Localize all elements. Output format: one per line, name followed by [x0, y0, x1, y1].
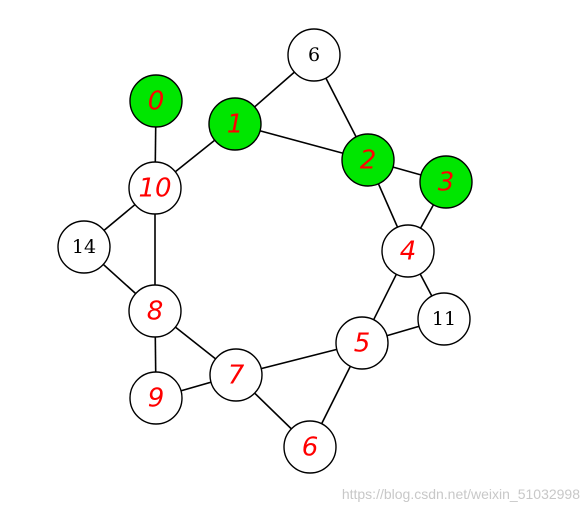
node-circle [381, 224, 435, 278]
node-circle [283, 420, 337, 474]
node-label: 2 [360, 146, 377, 176]
node-circle [341, 133, 395, 187]
node-label: 11 [432, 308, 456, 330]
graph-node-n3: 3 [419, 155, 473, 209]
node-layer: 0 1 6 2 3 10 14 4 11 8 5 7 9 6 [57, 28, 473, 474]
graph-node-n6b: 6 [283, 420, 337, 474]
graph-node-n7: 7 [209, 348, 263, 402]
node-label: 14 [72, 236, 96, 258]
graph-node-n10: 10 [128, 161, 182, 215]
node-circle [287, 28, 341, 82]
node-circle [57, 220, 111, 274]
node-label: 3 [438, 168, 455, 198]
node-label: 1 [227, 110, 244, 140]
graph-node-n8: 8 [128, 284, 182, 338]
node-label: 6 [308, 44, 320, 66]
graph-node-n11: 11 [417, 292, 471, 346]
node-circle [208, 97, 262, 151]
node-circle [128, 161, 182, 215]
node-circle [129, 371, 183, 425]
watermark-text: https://blog.csdn.net/weixin_51032998 [341, 486, 580, 502]
node-label: 9 [148, 384, 165, 414]
node-label: 8 [147, 297, 164, 327]
node-circle [209, 348, 263, 402]
node-label: 10 [138, 174, 171, 204]
node-circle [128, 284, 182, 338]
graph-node-n0: 0 [129, 74, 183, 128]
node-label: 0 [148, 87, 165, 117]
graph-node-n4: 4 [381, 224, 435, 278]
node-circle [129, 74, 183, 128]
graph-node-n1: 1 [208, 97, 262, 151]
graph-node-n2: 2 [341, 133, 395, 187]
node-label: 7 [228, 361, 245, 391]
node-label: 6 [302, 433, 319, 463]
graph-node-n9: 9 [129, 371, 183, 425]
graph-node-n14: 14 [57, 220, 111, 274]
node-label: 4 [400, 237, 417, 267]
node-circle [335, 316, 389, 370]
node-circle [417, 292, 471, 346]
graph-node-n6a: 6 [287, 28, 341, 82]
node-circle [419, 155, 473, 209]
node-label: 5 [354, 329, 371, 359]
graph-node-n5: 5 [335, 316, 389, 370]
